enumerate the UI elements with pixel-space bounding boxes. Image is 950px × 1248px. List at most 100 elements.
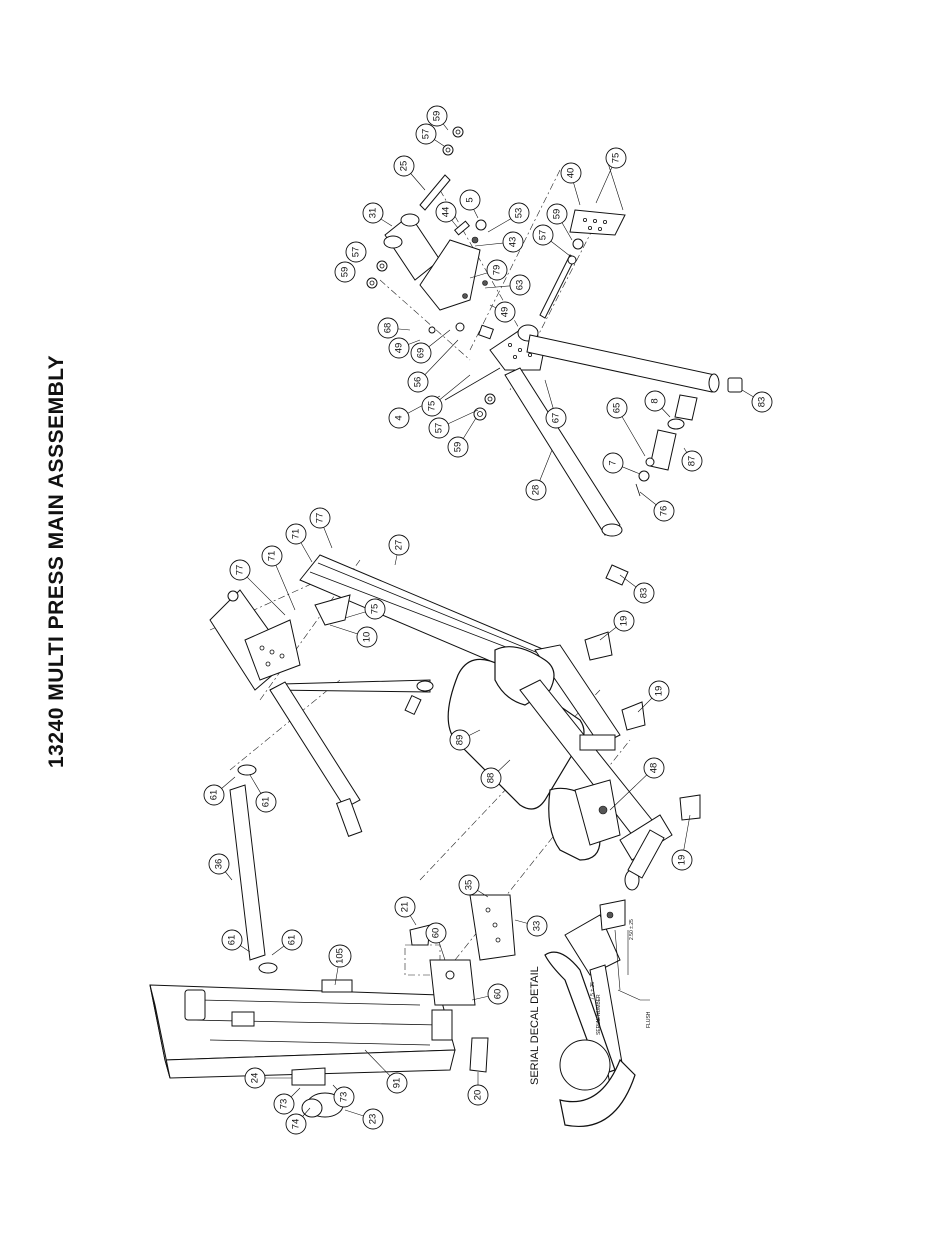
svg-text:73: 73 [279,1099,290,1110]
svg-text:4: 4 [394,415,405,420]
callout-60: 60 [488,984,508,1004]
svg-text:28: 28 [531,485,542,496]
svg-text:75: 75 [611,153,622,164]
note-dim-a: 2.50 ±.25 [629,919,635,940]
svg-text:61: 61 [261,797,272,808]
svg-text:10: 10 [362,632,373,643]
callout-25: 25 [394,156,414,176]
svg-text:68: 68 [383,323,394,334]
svg-text:69: 69 [416,348,427,359]
callout-19: 19 [614,611,634,631]
callout-79: 79 [487,260,507,280]
callout-35: 35 [459,875,479,895]
callout-105: 105 [329,945,351,967]
svg-text:25: 25 [399,161,410,172]
svg-text:59: 59 [552,209,563,220]
svg-text:73: 73 [339,1092,350,1103]
svg-text:20: 20 [473,1090,484,1101]
detail-title: SERIAL DECAL DETAIL [529,966,541,1085]
svg-text:83: 83 [757,397,768,408]
svg-text:43: 43 [508,237,519,248]
callout-71: 71 [262,546,282,566]
callout-57: 57 [416,124,436,144]
svg-text:79: 79 [492,265,503,276]
svg-text:59: 59 [453,442,464,453]
callout-56: 56 [408,372,428,392]
callout-59: 59 [427,106,447,126]
callout-59: 59 [335,262,355,282]
callout-61: 61 [256,792,276,812]
callout-83: 83 [752,392,772,412]
svg-text:49: 49 [394,343,405,354]
callout-75: 75 [606,148,626,168]
callout-57: 57 [346,242,366,262]
callout-63: 63 [510,275,530,295]
callout-73: 73 [334,1087,354,1107]
svg-text:71: 71 [267,551,278,562]
callout-27: 27 [389,535,409,555]
callout-77: 77 [230,560,250,580]
svg-text:74: 74 [291,1119,302,1130]
svg-text:91: 91 [392,1078,403,1089]
svg-text:87: 87 [687,456,698,467]
svg-text:67: 67 [551,413,562,424]
callout-21: 21 [395,897,415,917]
callout-36: 36 [209,854,229,874]
svg-text:44: 44 [441,207,452,218]
callout-87: 87 [682,451,702,471]
svg-text:24: 24 [250,1073,261,1084]
callout-75: 75 [422,396,442,416]
callout-49: 49 [495,302,515,322]
callout-76: 76 [654,501,674,521]
svg-text:19: 19 [677,855,688,866]
callout-61: 61 [222,930,242,950]
callout-68: 68 [378,318,398,338]
svg-text:65: 65 [612,403,623,414]
callout-10: 10 [357,627,377,647]
svg-text:59: 59 [340,267,351,278]
svg-text:75: 75 [370,604,381,615]
callout-61: 61 [282,930,302,950]
callout-57: 57 [429,418,449,438]
svg-text:5: 5 [465,197,476,202]
callout-19: 19 [649,681,669,701]
svg-text:75: 75 [427,401,438,412]
svg-text:33: 33 [532,921,543,932]
callout-73: 73 [274,1094,294,1114]
callout-43: 43 [503,232,523,252]
note-dim-b: 7.5 ±.25 [590,982,596,1000]
svg-text:57: 57 [421,129,432,140]
callout-33: 33 [527,916,547,936]
svg-text:63: 63 [515,280,526,291]
callout-65: 65 [607,398,627,418]
svg-text:48: 48 [649,763,660,774]
callout-4: 4 [389,408,409,428]
svg-text:21: 21 [400,902,411,913]
callout-59: 59 [547,204,567,224]
svg-text:19: 19 [654,686,665,697]
svg-text:19: 19 [619,616,630,627]
callout-24: 24 [245,1068,265,1088]
svg-text:49: 49 [500,307,511,318]
callout-40: 40 [561,163,581,183]
callout-60: 60 [426,923,446,943]
svg-text:35: 35 [464,880,475,891]
callout-75: 75 [365,599,385,619]
callout-23: 23 [363,1109,383,1129]
weight-stack-tower [150,960,488,1117]
svg-text:77: 77 [235,565,246,576]
svg-text:36: 36 [214,859,225,870]
callout-77: 77 [310,508,330,528]
svg-text:71: 71 [291,529,302,540]
svg-text:57: 57 [538,230,549,241]
callout-44: 44 [436,202,456,222]
callout-88: 88 [481,768,501,788]
svg-text:23: 23 [368,1114,379,1125]
callout-5: 5 [460,190,480,210]
callout-20: 20 [468,1085,488,1105]
callout-91: 91 [387,1073,407,1093]
callout-74: 74 [286,1114,306,1134]
svg-text:57: 57 [434,423,445,434]
callout-28: 28 [526,480,546,500]
